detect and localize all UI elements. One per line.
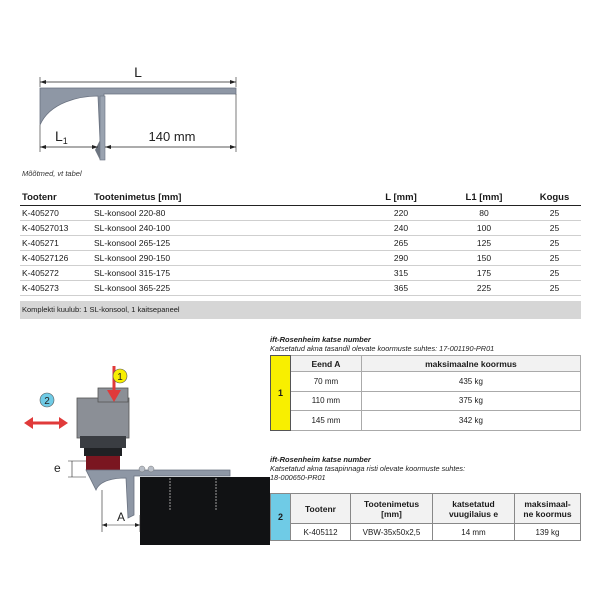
col-header-quantity: Kogus xyxy=(528,190,581,206)
cell-product-no: K-405272 xyxy=(20,265,92,281)
test2-subtitle-line1: Katsetatud akna tasapinnaga risti olevat… xyxy=(270,464,466,473)
cell-L: 315 xyxy=(362,265,440,281)
cell-L: 290 xyxy=(362,250,440,266)
test2-badge: 2 xyxy=(270,493,291,541)
test1-badge: 1 xyxy=(270,355,291,431)
product-table: Tootenr Tootenimetus [mm] L [mm] L1 [mm]… xyxy=(20,190,581,296)
svg-text:1: 1 xyxy=(117,372,123,383)
test2-subtitle-line2: 18-000650-PR01 xyxy=(270,473,326,482)
cell-product-name: SL-konsool 365-225 xyxy=(92,280,362,296)
kit-contents-note: Komplekti kuulub: 1 SL-konsool, 1 kaitse… xyxy=(20,301,581,319)
cell-quantity: 25 xyxy=(528,280,581,296)
cell-product-name: SL-konsool 240-100 xyxy=(92,220,362,236)
label-L: L xyxy=(134,64,142,80)
table-row: K-405112 VBW-35x50x2,5 14 mm 139 kg xyxy=(271,523,581,541)
cell-L: 240 xyxy=(362,220,440,236)
label-140mm: 140 mm xyxy=(149,129,196,144)
col-header-product-name: Tootenimetus [mm] xyxy=(92,190,362,206)
col-header-L1: L1 [mm] xyxy=(440,190,528,206)
svg-text:2: 2 xyxy=(44,396,50,407)
bracket-shape xyxy=(39,87,237,141)
table-header-row: Tootenr Tootenimetus [mm] L [mm] L1 [mm]… xyxy=(20,190,581,206)
col-header-product-no: Tootenr xyxy=(20,190,92,206)
label-A: A xyxy=(117,510,125,524)
arrow-down-icon xyxy=(107,390,121,402)
label-L1: L1 xyxy=(55,128,68,146)
col-header-L: L [mm] xyxy=(362,190,440,206)
cell-quantity: 25 xyxy=(528,265,581,281)
cell-L1: 225 xyxy=(440,280,528,296)
cell-product-name: SL-konsool 290-150 xyxy=(92,250,362,266)
test1-title: ift-Rosenheim katse number xyxy=(270,335,371,344)
cell-L1: 100 xyxy=(440,220,528,236)
cell-L1: 175 xyxy=(440,265,528,281)
test1-subtitle: Katsetatud akna tasandil olevate koormus… xyxy=(270,344,495,353)
cell-product-name: SL-konsool 220-80 xyxy=(92,205,362,221)
cell-quantity: 25 xyxy=(528,250,581,266)
cell-product-name: SL-konsool 265-125 xyxy=(92,235,362,251)
cell-L1: 150 xyxy=(440,250,528,266)
cell-quantity: 25 xyxy=(528,235,581,251)
cell-L: 365 xyxy=(362,280,440,296)
test2-header-product-name: Tootenimetus[mm] xyxy=(350,493,433,524)
test2-title: ift-Rosenheim katse number xyxy=(270,455,371,464)
test1-header-max-load: maksimaalne koormus xyxy=(360,355,582,372)
cell-L: 220 xyxy=(362,205,440,221)
cell-product-no: K-405271 xyxy=(20,235,92,251)
arrow-right-icon xyxy=(59,417,68,429)
cell-product-no: K-40527126 xyxy=(20,250,92,266)
cell-L1: 80 xyxy=(440,205,528,221)
test1-header-protrusion: Eend A xyxy=(290,355,362,372)
badge-2-icon xyxy=(39,392,55,408)
bracket-dimension-drawing: L L1 140 mm xyxy=(39,64,237,161)
cell-product-no: K-40527013 xyxy=(20,220,92,236)
dimensions-caption: Mõõtmed, vt tabel xyxy=(22,169,82,178)
cell-L1: 125 xyxy=(440,235,528,251)
cell-quantity: 25 xyxy=(528,220,581,236)
wall-block xyxy=(140,477,270,545)
cell-quantity: 25 xyxy=(528,205,581,221)
test2-header-product-no: Tootenr xyxy=(290,493,351,524)
cell-L: 265 xyxy=(362,235,440,251)
cell-product-no: K-405270 xyxy=(20,205,92,221)
cell-product-name: SL-konsool 315-175 xyxy=(92,265,362,281)
cell-product-no: K-405273 xyxy=(20,280,92,296)
badge-1-icon xyxy=(112,368,128,384)
label-e: e xyxy=(54,461,61,475)
load-test-diagram: e A 1 2 xyxy=(24,366,270,545)
test2-header-max-load: maksimaal-ne koormus xyxy=(514,493,581,524)
arrow-left-icon xyxy=(24,417,33,429)
